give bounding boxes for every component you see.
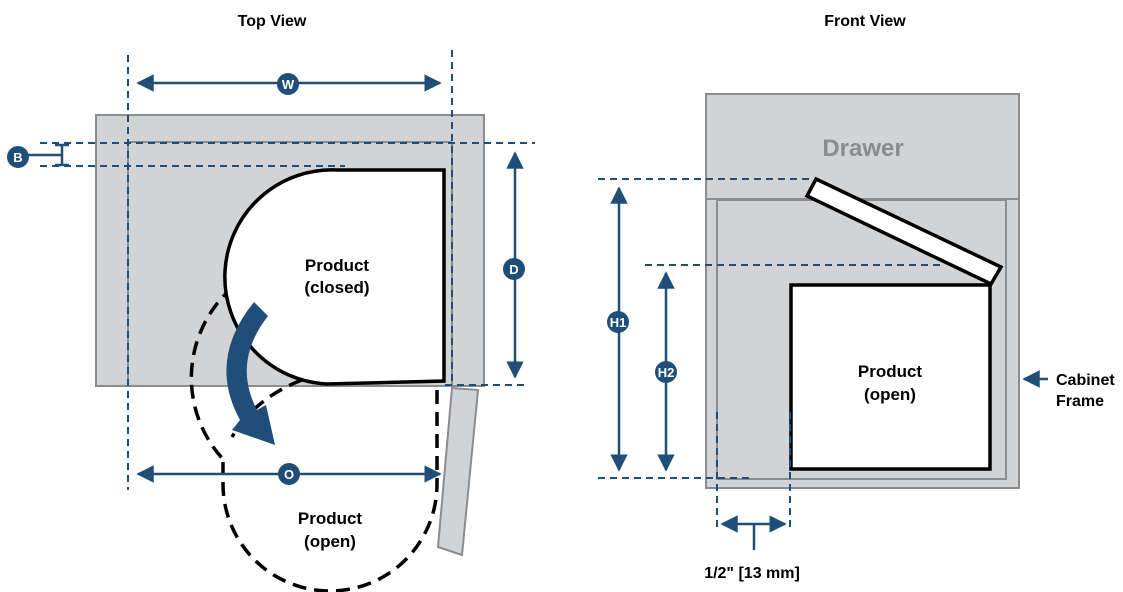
cabinet-frame-label-2: Frame bbox=[1056, 393, 1104, 410]
svg-text:O: O bbox=[284, 467, 294, 482]
product-swing-inner bbox=[230, 378, 303, 438]
svg-text:H2: H2 bbox=[658, 365, 675, 380]
back-dimension bbox=[28, 143, 69, 167]
depth-badge: D bbox=[503, 258, 525, 280]
product-closed-label-1: Product bbox=[305, 256, 370, 275]
width-badge: W bbox=[277, 73, 299, 95]
gap-measure-label: 1/2" [13 mm] bbox=[704, 565, 800, 582]
product-open-top-label-1: Product bbox=[298, 509, 363, 528]
drawer-label: Drawer bbox=[822, 135, 903, 162]
product-swing-path bbox=[189, 285, 235, 460]
product-closed-outline bbox=[223, 168, 446, 386]
top-view-title: Top View bbox=[238, 13, 307, 30]
cabinet-frame-label-1: Cabinet bbox=[1056, 372, 1115, 389]
opening-badge: O bbox=[278, 463, 300, 485]
product-closed-label-2: (closed) bbox=[304, 278, 369, 297]
product-open-front-label-2: (open) bbox=[864, 385, 916, 404]
svg-text:D: D bbox=[509, 262, 518, 277]
top-view-extension-lines bbox=[40, 50, 535, 490]
svg-text:H1: H1 bbox=[610, 315, 627, 330]
cabinet-door bbox=[436, 386, 480, 557]
product-open-front-label-1: Product bbox=[858, 362, 923, 381]
height2-badge: H2 bbox=[655, 361, 677, 383]
front-view-title: Front View bbox=[824, 13, 906, 30]
back-badge: B bbox=[7, 146, 29, 168]
swing-arrow-icon bbox=[226, 302, 275, 445]
svg-text:W: W bbox=[282, 77, 295, 92]
svg-text:B: B bbox=[13, 150, 22, 165]
product-open-box-front bbox=[789, 283, 992, 471]
height1-badge: H1 bbox=[607, 311, 629, 333]
product-open-top-label-2: (open) bbox=[304, 532, 356, 551]
product-open-outline-top bbox=[221, 390, 439, 592]
front-view-extension-lines bbox=[598, 178, 940, 530]
